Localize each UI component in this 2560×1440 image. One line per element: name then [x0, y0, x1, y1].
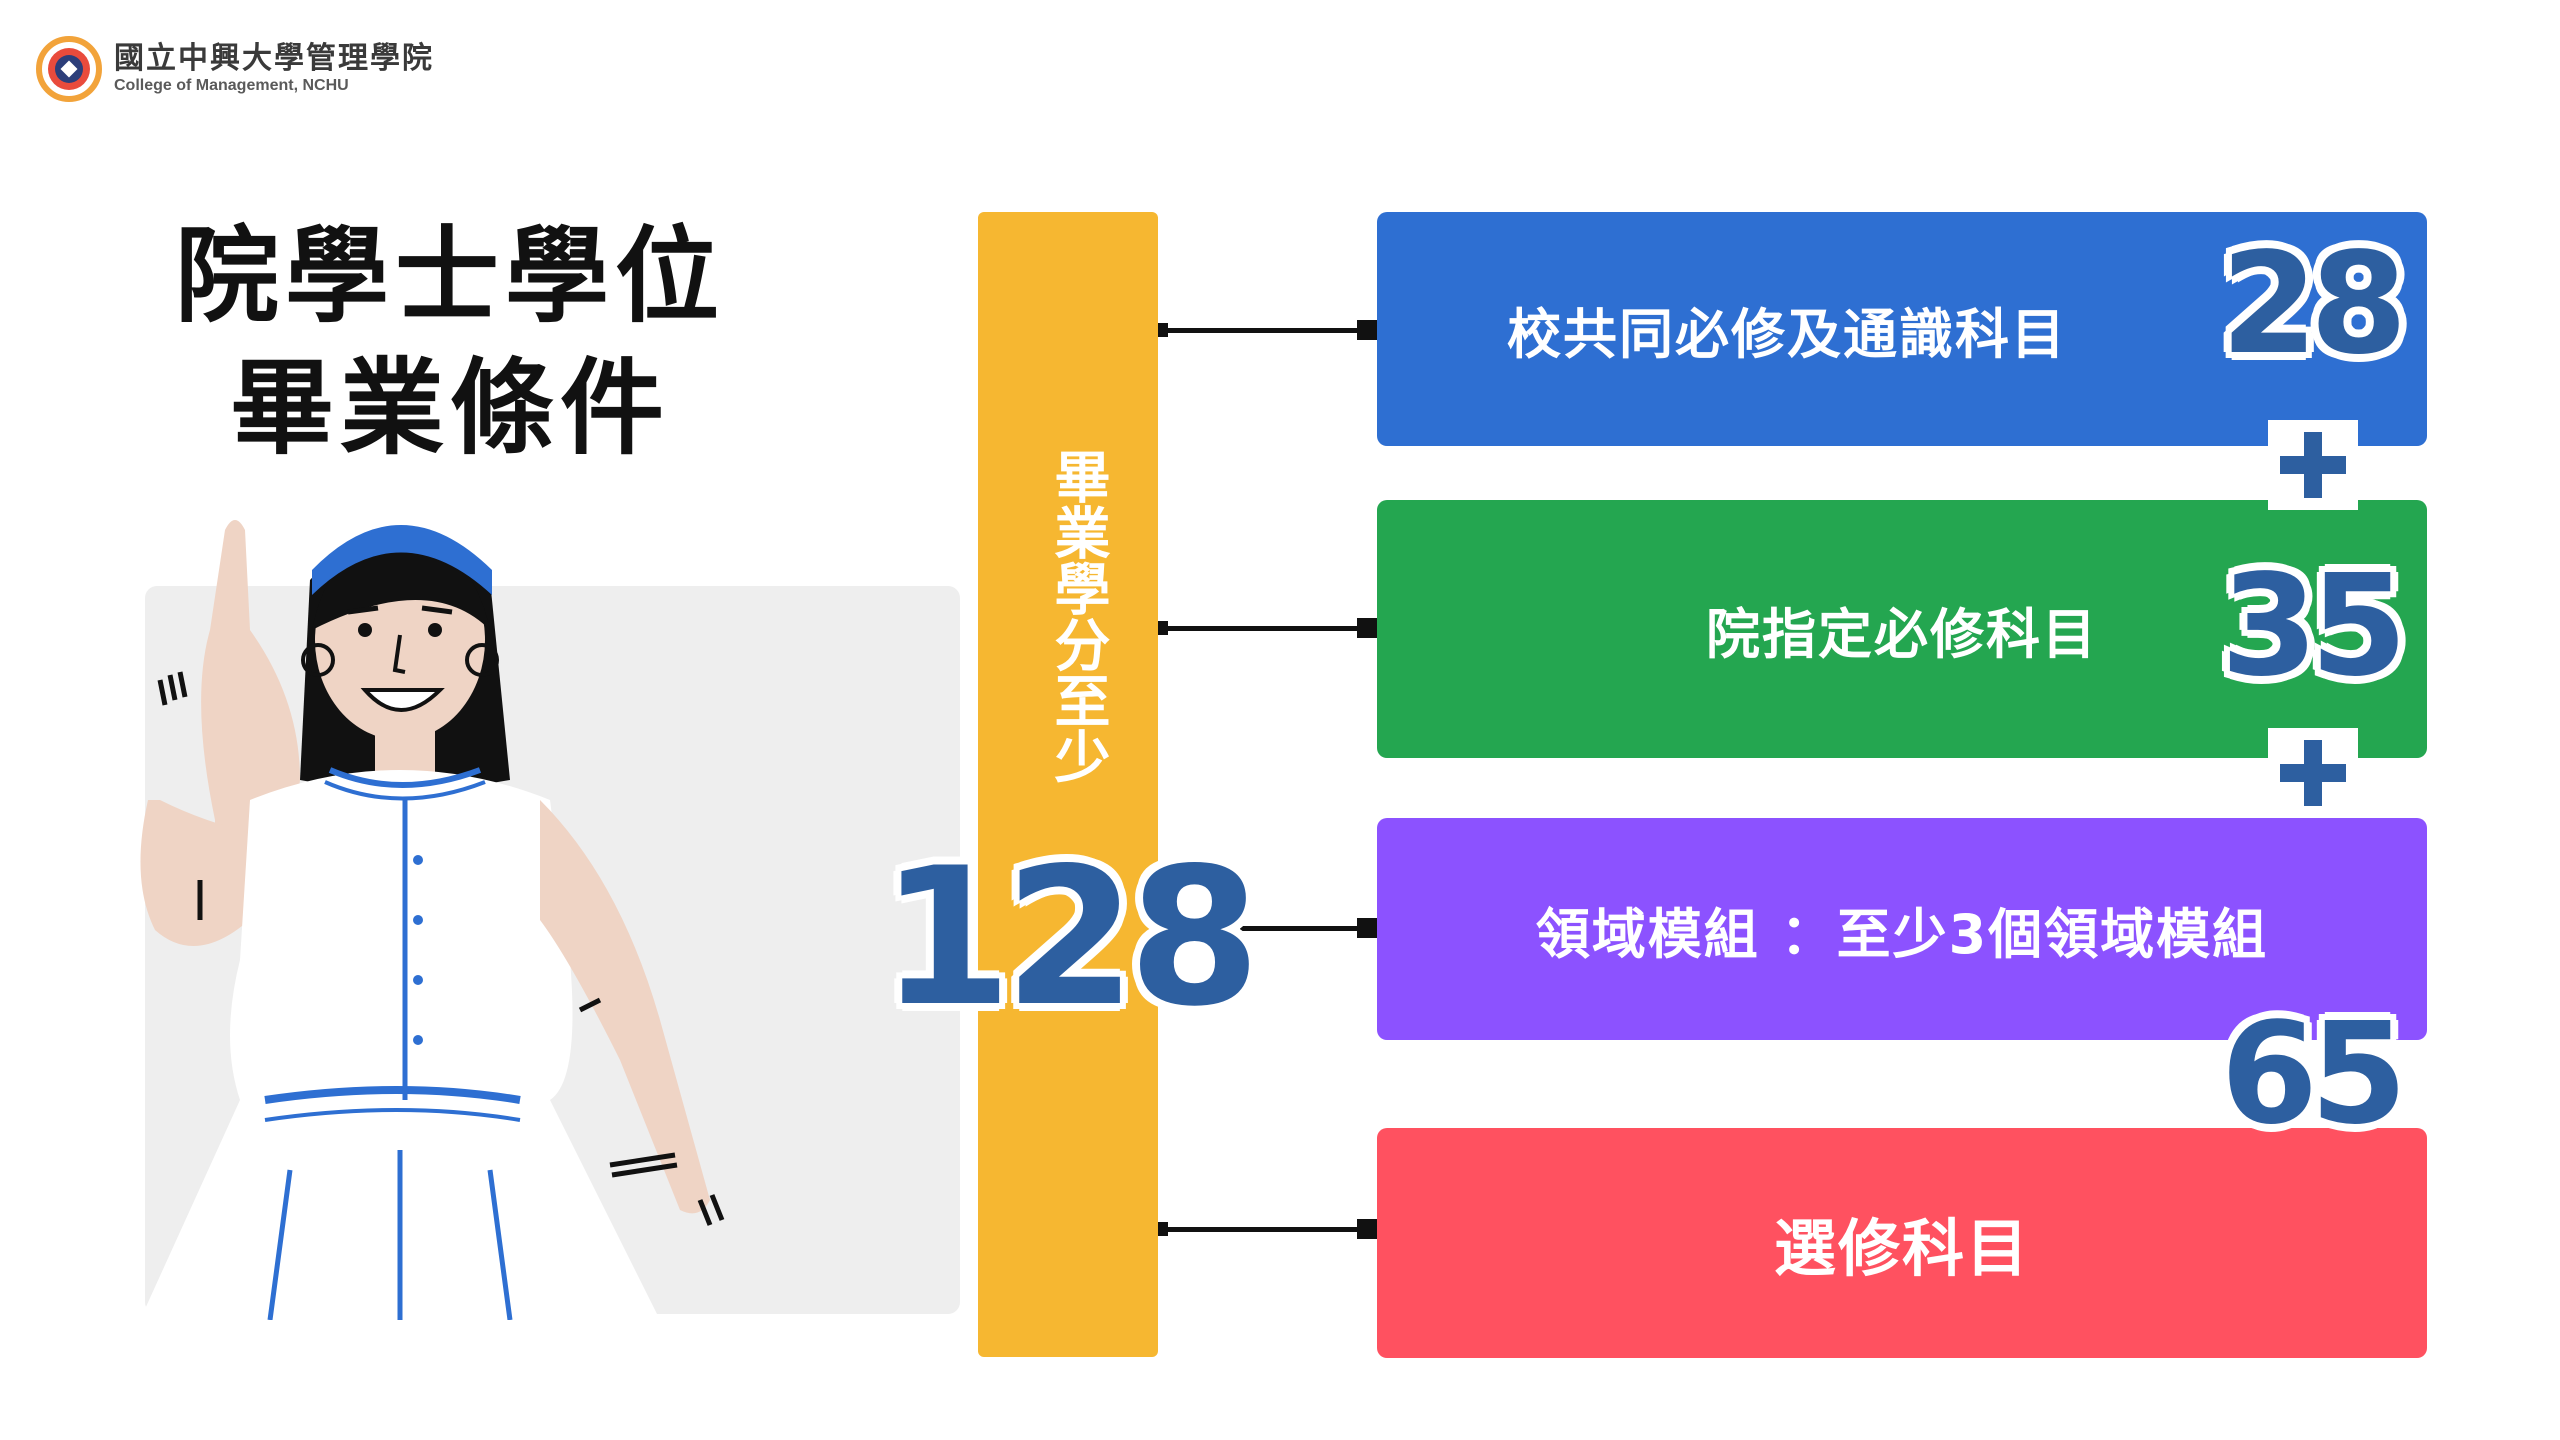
component-box-modules: 領域模組 ：至少3個領域模組: [1377, 818, 2427, 1040]
connector-start-1: [1158, 323, 1168, 337]
total-credits-label: 畢業學分至少: [1045, 448, 1110, 784]
plus-icon: [2268, 728, 2358, 818]
component-label-general: 校共同必修及通識科目: [1507, 302, 2067, 366]
total-credits-bar: [978, 212, 1158, 1357]
component-value-general: 28: [2220, 223, 2408, 386]
title-line-2: 畢業條件: [229, 347, 670, 469]
title-line-1: 院學士學位: [174, 215, 725, 337]
woman-pointing-illustration: [140, 520, 725, 1320]
logo-chinese-name: 國立中興大學管理學院: [114, 41, 434, 76]
plus-icon: [2268, 420, 2358, 510]
component-label-electives: 選修科目: [1773, 1212, 2030, 1285]
connector-start-4: [1158, 1222, 1168, 1236]
connector-line-2: [1165, 626, 1365, 631]
connector-end-2: [1357, 618, 1377, 638]
connector-end-1: [1357, 320, 1377, 340]
connector-end-3: [1357, 918, 1377, 938]
component-label-modules: 領域模組 ：至少3個領域模組: [1535, 902, 2269, 966]
total-credits-value: 128: [880, 827, 1261, 1048]
connector-end-4: [1357, 1219, 1377, 1239]
college-logo: 國立中興大學管理學院 College of Management, NCHU: [36, 36, 434, 102]
connector-line-1: [1165, 328, 1365, 333]
connector-start-2: [1158, 621, 1168, 635]
component-value-college-required: 35: [2220, 545, 2408, 708]
logo-english-name: College of Management, NCHU: [114, 77, 349, 94]
component-box-college-required: 院指定必修科目: [1377, 500, 2427, 758]
component-label-college-required: 院指定必修科目: [1706, 602, 2098, 666]
connector-line-4: [1165, 1227, 1365, 1232]
college-emblem-icon: [36, 36, 102, 102]
component-value-modules: 65: [2220, 993, 2408, 1156]
component-box-general: 校共同必修及通識科目: [1377, 212, 2427, 446]
connector-line-3: [1240, 926, 1365, 931]
page-title: 院學士學位 畢業條件: [120, 210, 780, 474]
component-box-electives: 選修科目: [1377, 1128, 2427, 1358]
